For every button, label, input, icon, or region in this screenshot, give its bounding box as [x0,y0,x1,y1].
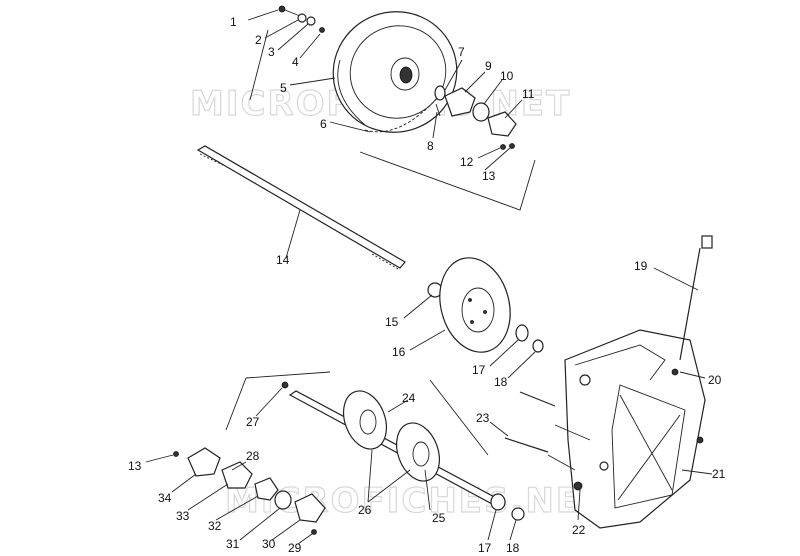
nut-13-bottom [173,451,179,457]
callout-33: 33 [176,509,190,523]
drive-sprocket-right [395,422,441,482]
callout-16: 16 [392,345,406,359]
drive-sprocket-left [342,390,388,450]
flange-34 [187,447,221,477]
callout-12: 12 [460,155,474,169]
nut-4 [319,27,325,33]
callout-24: 24 [402,391,416,405]
bolt-1 [278,5,301,17]
washer-3 [306,16,316,26]
callout-34: 34 [158,491,172,505]
seal-18-bottom [511,507,525,521]
brake-disc-16 [439,257,511,353]
screw-8 [435,103,441,117]
callout-7: 7 [458,45,465,59]
callout-13-bottom: 13 [128,459,142,473]
nut-12 [500,144,506,150]
washer-7 [434,85,446,101]
flange-9 [444,87,476,117]
callout-14: 14 [276,253,290,267]
bearing-31 [274,490,292,510]
bearing-17-bottom [490,493,506,511]
flange-11 [487,111,517,137]
washer-2 [297,13,307,23]
drive-chain [364,94,441,133]
callout-9: 9 [485,59,492,73]
callout-19: 19 [634,259,648,273]
callout-28: 28 [246,449,260,463]
callout-3: 3 [268,45,275,59]
guide-box-lower [225,371,489,456]
callout-10: 10 [500,69,514,83]
bolt-23-lower [504,437,549,453]
retainer-32 [254,477,279,501]
chaincase-housing-21 [564,329,706,529]
nut-22 [573,481,583,491]
drive-shaft-14 [196,145,406,271]
callout-25: 25 [432,511,446,525]
callout-23: 23 [476,411,490,425]
callout-8: 8 [427,139,434,153]
plug-20 [671,368,679,376]
callout-15: 15 [385,315,399,329]
callout-13-top: 13 [482,169,496,183]
callout-31: 31 [226,537,240,551]
dipstick-19 [679,235,713,361]
bolt-23-upper [519,391,556,407]
guide-line-23 [547,424,591,471]
callout-26: 26 [358,503,372,517]
nut-13-top [509,143,515,149]
callout-4: 4 [292,55,299,69]
callout-22: 22 [572,523,586,537]
callout-6: 6 [320,117,327,131]
screw-29 [311,529,317,535]
gasket-33 [221,461,253,489]
callout-32: 32 [208,519,222,533]
callout-2: 2 [255,33,262,47]
leader-lines [145,9,713,545]
callout-18-top: 18 [494,375,508,389]
callout-30: 30 [262,537,276,551]
callout-numbers: 1 2 3 4 5 6 7 8 9 10 11 12 13 14 15 16 1… [128,15,726,555]
bearing-10 [472,102,490,122]
flange-30 [294,493,326,523]
bolt-27 [281,381,289,389]
seal-18-top [532,339,544,353]
bearing-17-top [515,324,529,342]
callout-20: 20 [708,373,722,387]
callout-5: 5 [280,81,287,95]
callout-17-bottom: 17 [478,541,492,555]
callout-21: 21 [712,467,726,481]
callout-18-bottom: 18 [506,541,520,555]
callout-17-top: 17 [472,363,486,377]
callout-1: 1 [230,15,237,29]
large-sprocket-disc [332,11,458,133]
callout-29: 29 [288,541,302,555]
plug-20b [696,436,704,444]
callout-11: 11 [522,87,535,101]
callout-27: 27 [246,415,260,429]
guide-box-top [249,29,536,211]
